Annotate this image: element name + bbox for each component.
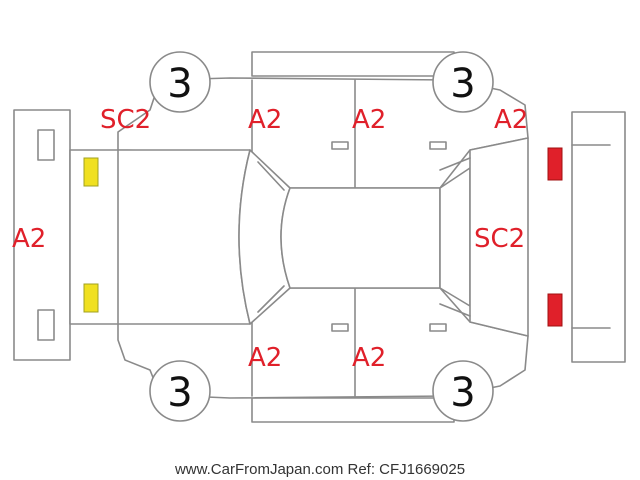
- code-front-left-fender: SC2: [100, 105, 151, 135]
- rear-hatch: [469, 137, 529, 337]
- rear-bumper: [571, 111, 626, 363]
- wheel-front-left: [149, 51, 211, 113]
- code-right-rear-door: A2: [352, 343, 386, 373]
- top-sill-panel: [251, 51, 455, 77]
- headlight-marker-top: [83, 157, 99, 187]
- wheel-rear-left: [432, 51, 494, 113]
- rear-window: [439, 167, 471, 307]
- taillight-marker-bottom: [547, 293, 563, 327]
- taillight-marker-top: [547, 147, 563, 181]
- front-bumper: [13, 109, 71, 361]
- code-right-front-door: A2: [248, 343, 282, 373]
- grade-front-left: 3: [167, 61, 192, 107]
- reference-footer: www.CarFromJapan.com Ref: CFJ1669025: [174, 461, 465, 478]
- code-left-rear-door: A2: [352, 105, 386, 135]
- bottom-sill-panel: [251, 397, 455, 423]
- roof: [280, 187, 441, 289]
- code-left-front-door: A2: [248, 105, 282, 135]
- wheel-rear-right: [432, 360, 494, 422]
- code-front-bumper: A2: [12, 224, 46, 254]
- headlight-marker-bottom: [83, 283, 99, 313]
- code-rear-hatch: SC2: [474, 224, 525, 254]
- wheel-front-right: [149, 360, 211, 422]
- grade-rear-left: 3: [450, 61, 475, 107]
- grade-front-right: 3: [167, 370, 192, 416]
- grade-rear-right: 3: [450, 370, 475, 416]
- code-left-rear-quarter: A2: [494, 105, 528, 135]
